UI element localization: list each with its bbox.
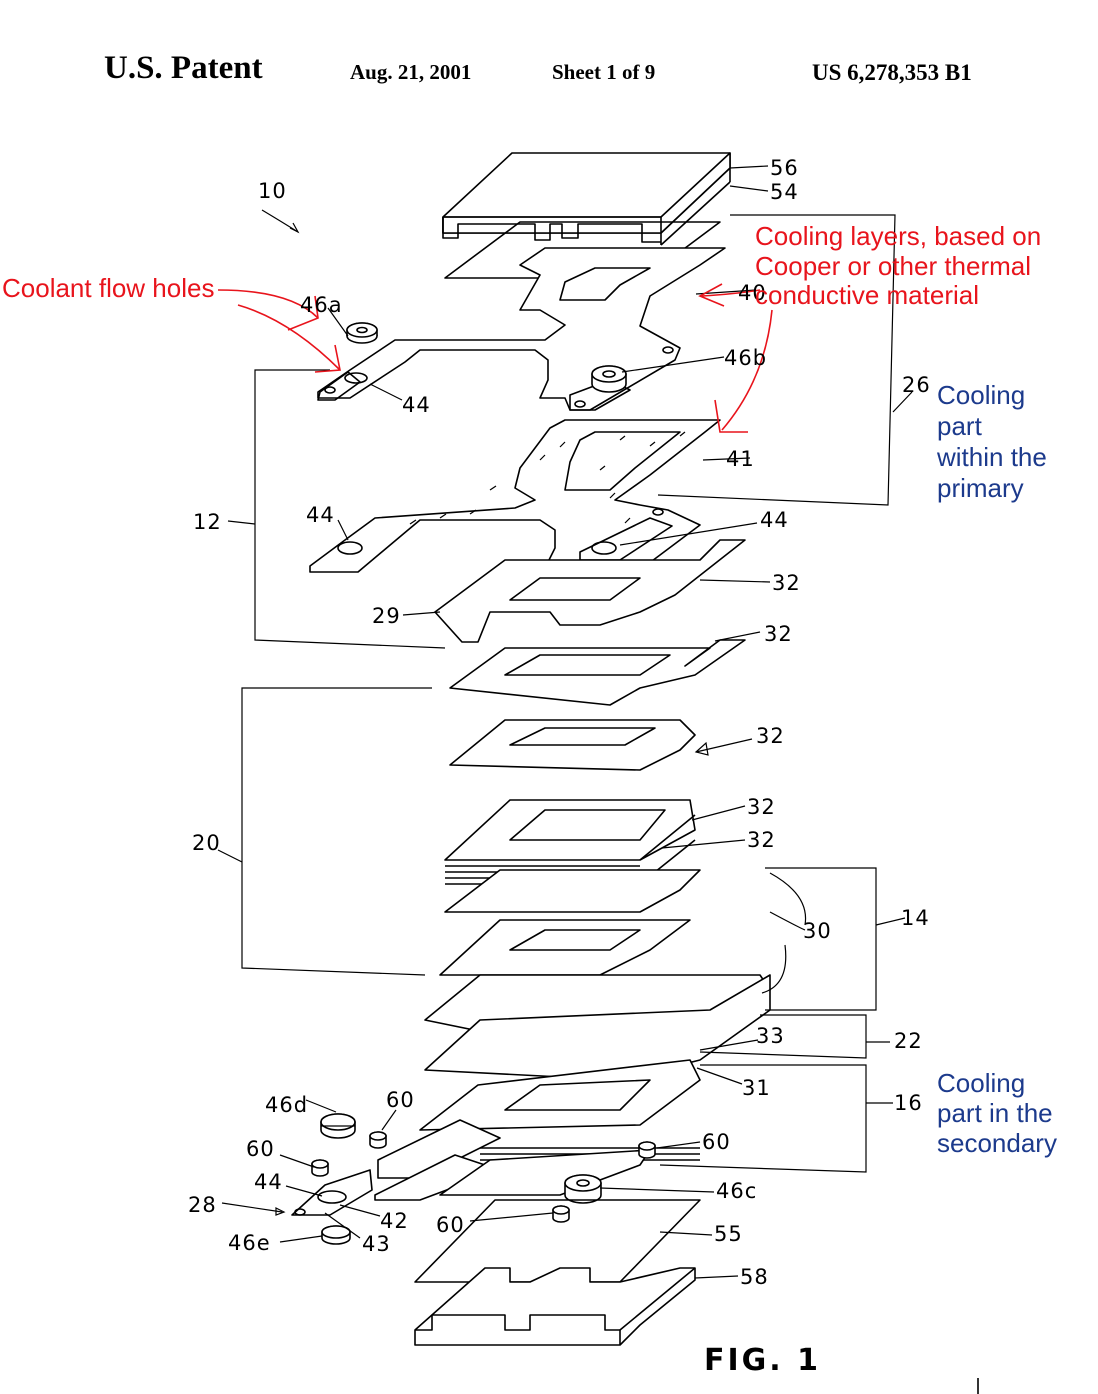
- ref-12: 12: [193, 510, 222, 534]
- ref-43: 43: [362, 1232, 391, 1256]
- top-cover-plate: [442, 152, 731, 279]
- cooling-layer-40: [317, 247, 726, 411]
- bracket-20: [241, 687, 432, 976]
- ref-44-upper: 44: [402, 393, 431, 417]
- ref-31: 31: [742, 1076, 771, 1100]
- leader-lines: [217, 165, 913, 1279]
- bracket-16: [659, 1064, 867, 1173]
- cooling-slots: [409, 431, 686, 525]
- figure-label: FIG. 1: [704, 1343, 821, 1378]
- ref-55: 55: [714, 1222, 743, 1246]
- ref-42: 42: [380, 1209, 409, 1233]
- coolant-boss-46a: [346, 322, 378, 344]
- ref-32-5: 32: [747, 828, 776, 852]
- ref-54: 54: [770, 180, 799, 204]
- ref-56: 56: [770, 156, 799, 180]
- ref-32-4: 32: [747, 795, 776, 819]
- ref-29: 29: [372, 604, 401, 628]
- patent-header: U.S. Patent Aug. 21, 2001 Sheet 1 of 9 U…: [0, 44, 1098, 94]
- ref-32-1: 32: [772, 571, 801, 595]
- reference-numerals: 10 56 54 40 46a 46b 44 26 41 12 44 44 32…: [188, 156, 931, 1378]
- coolant-boss-46d: [320, 1113, 356, 1139]
- ref-60-2: 60: [246, 1137, 275, 1161]
- ref-46c: 46c: [716, 1179, 757, 1203]
- ref-22: 22: [894, 1029, 923, 1053]
- patent-title: U.S. Patent: [104, 50, 263, 86]
- annotation-secondary-2: part in the: [937, 1098, 1053, 1128]
- ref-30: 30: [803, 919, 832, 943]
- bracket-22: [699, 1014, 867, 1059]
- bracket-12: [254, 369, 446, 649]
- terminal-plate-28: [291, 1169, 373, 1216]
- ref-40: 40: [738, 281, 767, 305]
- ref-32-3: 32: [756, 724, 785, 748]
- ref-46a: 46a: [300, 293, 343, 317]
- annotation-cooling-layers-1: Cooling layers, based on: [755, 221, 1041, 251]
- sheet-number: Sheet 1 of 9: [552, 60, 656, 84]
- ref-58: 58: [740, 1265, 769, 1289]
- ref-26: 26: [902, 373, 931, 397]
- patent-date: Aug. 21, 2001: [350, 60, 472, 84]
- ref-46d: 46d: [265, 1093, 308, 1117]
- ref-44-left: 44: [306, 503, 335, 527]
- ref-60-3: 60: [702, 1130, 731, 1154]
- annotations: Coolant flow holes Cooling layers, based…: [2, 221, 1057, 1158]
- ref-60-1: 60: [386, 1088, 415, 1112]
- ref-32-2: 32: [764, 622, 793, 646]
- annotation-primary-2: part: [937, 411, 983, 441]
- ref-33: 33: [756, 1024, 785, 1048]
- ref-14: 14: [901, 906, 930, 930]
- ref-44-right: 44: [760, 508, 789, 532]
- coolant-boss-46e: [321, 1225, 351, 1245]
- ref-16: 16: [894, 1091, 923, 1115]
- annotation-primary-3: within the: [936, 442, 1047, 472]
- ref-60-4: 60: [436, 1213, 465, 1237]
- ref-44-lower: 44: [254, 1170, 283, 1194]
- bracket-26: [657, 214, 896, 506]
- annotation-coolant-holes: Coolant flow holes: [2, 273, 214, 303]
- bottom-base-plate: [414, 1199, 701, 1346]
- annotation-cooling-layers-3: conductive material: [755, 280, 979, 310]
- annotation-cooling-layers-2: Cooper or other thermal: [755, 251, 1031, 281]
- ref-46e: 46e: [228, 1231, 271, 1255]
- bracket-14: [765, 867, 877, 1011]
- ref-41: 41: [726, 447, 755, 471]
- ref-28: 28: [188, 1193, 217, 1217]
- primary-winding-layers: [434, 539, 746, 976]
- coolant-boss-46c: [564, 1174, 602, 1204]
- cooling-layer-41: [309, 419, 721, 579]
- annotation-secondary-3: secondary: [937, 1128, 1057, 1158]
- coolant-boss-46b: [591, 365, 627, 393]
- pins-60: [311, 1131, 656, 1223]
- ref-10: 10: [258, 179, 287, 203]
- patent-number: US 6,278,353 B1: [812, 60, 972, 85]
- annotation-primary-1: Cooling: [937, 380, 1025, 410]
- annotation-secondary-1: Cooling: [937, 1068, 1025, 1098]
- ref-20: 20: [192, 831, 221, 855]
- ref-46b: 46b: [724, 346, 767, 370]
- annotation-primary-4: primary: [937, 473, 1024, 503]
- secondary-winding-layers: [374, 974, 771, 1201]
- annotation-arrows-red: [217, 283, 773, 433]
